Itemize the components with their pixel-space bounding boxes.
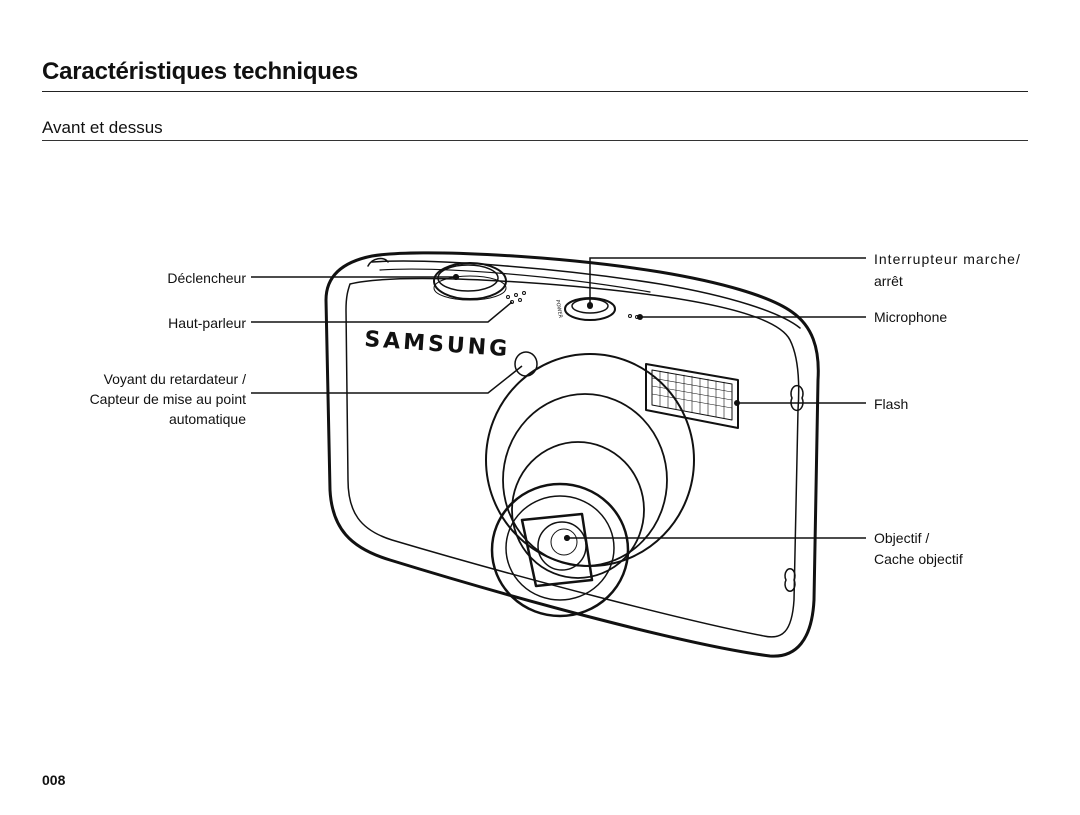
speaker-hole	[518, 298, 522, 302]
title-divider	[42, 91, 1028, 92]
brand-logo-text: SAMSUNG	[364, 327, 511, 362]
label-microphone: Microphone	[874, 309, 948, 325]
lens-barrel-ring	[502, 393, 668, 567]
section-divider	[42, 140, 1028, 141]
strap-lug	[367, 257, 389, 267]
shutter-button-base	[433, 275, 507, 301]
label-lens-line2: Cache objectif	[874, 551, 963, 567]
lens-front-ring	[490, 482, 630, 618]
section-title: Avant et dessus	[42, 118, 163, 137]
flash-grid	[651, 370, 733, 419]
power-engraving-text: POWER	[554, 299, 563, 319]
speaker-hole	[506, 295, 510, 299]
label-timer-lamp-line3: automatique	[168, 411, 246, 427]
label-timer-lamp-line2: Capteur de mise au point	[89, 391, 246, 407]
label-lens-line1: Objectif /	[874, 530, 930, 546]
callout-lines	[251, 257, 866, 539]
label-power-switch-line1: Interrupteur marche/	[874, 251, 1021, 267]
lens-barrel-mid	[511, 441, 645, 579]
callout-speaker	[251, 301, 513, 323]
microphone-hole	[628, 314, 632, 318]
lens-glass-inner	[550, 528, 578, 556]
side-strap-eye	[790, 384, 804, 412]
speaker-hole	[514, 293, 518, 297]
camera-body-inner-edge	[345, 277, 800, 638]
lens-glass	[537, 521, 587, 571]
label-shutter: Déclencheur	[167, 270, 246, 286]
shutter-button-ring	[433, 262, 507, 300]
callout-timer-lamp	[251, 365, 523, 394]
timer-lamp	[514, 351, 538, 377]
callout-dots	[453, 274, 740, 541]
camera-top-edge	[379, 268, 651, 293]
flash-window-inner	[651, 369, 733, 421]
camera-top-plate	[371, 260, 801, 329]
page-number: 008	[42, 772, 66, 788]
camera-body-outline	[324, 251, 820, 658]
lens-barrel-outer	[485, 353, 695, 567]
speaker-hole	[510, 300, 514, 304]
label-flash: Flash	[874, 396, 909, 412]
camera-illustration	[324, 251, 820, 658]
flash-window	[645, 363, 739, 429]
side-connector	[784, 568, 796, 592]
page-title: Caractéristiques techniques	[42, 58, 359, 85]
shutter-button	[437, 264, 499, 292]
label-speaker: Haut-parleur	[168, 315, 246, 331]
lens-cover-frame	[520, 512, 594, 588]
label-power-switch-line2: arrêt	[874, 273, 903, 289]
speaker-hole	[522, 291, 526, 295]
callout-power	[589, 257, 866, 306]
lens-front-inner	[505, 495, 615, 601]
label-timer-lamp-line1: Voyant du retardateur /	[103, 371, 246, 387]
